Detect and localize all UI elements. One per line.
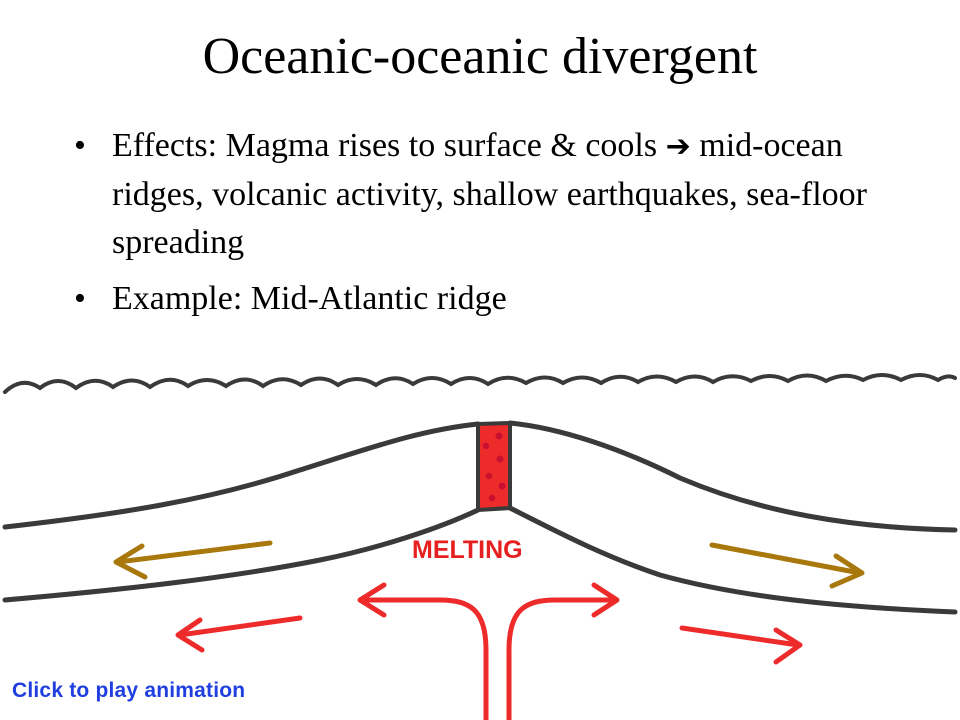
bullet-marker: • xyxy=(74,127,86,164)
ocean-surface-line xyxy=(3,373,957,394)
bullet-example: • Example: Mid-Atlantic ridge xyxy=(74,275,924,323)
plate-motion-right-arrow-icon xyxy=(709,542,865,589)
bullet-marker: • xyxy=(74,280,86,317)
divergent-boundary-diagram: MELTING xyxy=(2,373,958,720)
melting-label: MELTING xyxy=(412,536,523,564)
bullet-effects-text-start: Effects: Magma rises to surface & cools xyxy=(112,127,666,164)
play-animation-link[interactable]: Click to play animation xyxy=(12,679,246,702)
right-plate-top-edge xyxy=(507,420,958,533)
bullet-list: • Effects: Magma rises to surface & cool… xyxy=(74,122,924,331)
right-arrow-icon: ➔ xyxy=(665,129,691,164)
left-plate-top-edge xyxy=(2,421,481,530)
left-plate-bottom-edge xyxy=(2,507,481,603)
convection-right-arrow-icon xyxy=(679,625,803,665)
bullet-effects-text-end: mid-ocean ridges, volcanic activity, sha… xyxy=(112,127,867,261)
right-plate-bottom-edge xyxy=(507,505,958,615)
slide-title: Oceanic-oceanic divergent xyxy=(202,28,758,85)
plate-motion-left-arrow-icon xyxy=(113,540,273,580)
convection-left-arrow-icon xyxy=(175,615,303,653)
bullet-effects: • Effects: Magma rises to surface & cool… xyxy=(74,122,924,267)
magma-bubbles xyxy=(482,432,506,502)
bullet-example-text: Example: Mid-Atlantic ridge xyxy=(112,280,507,317)
convection-upwelling-arrows-icon xyxy=(357,582,620,720)
